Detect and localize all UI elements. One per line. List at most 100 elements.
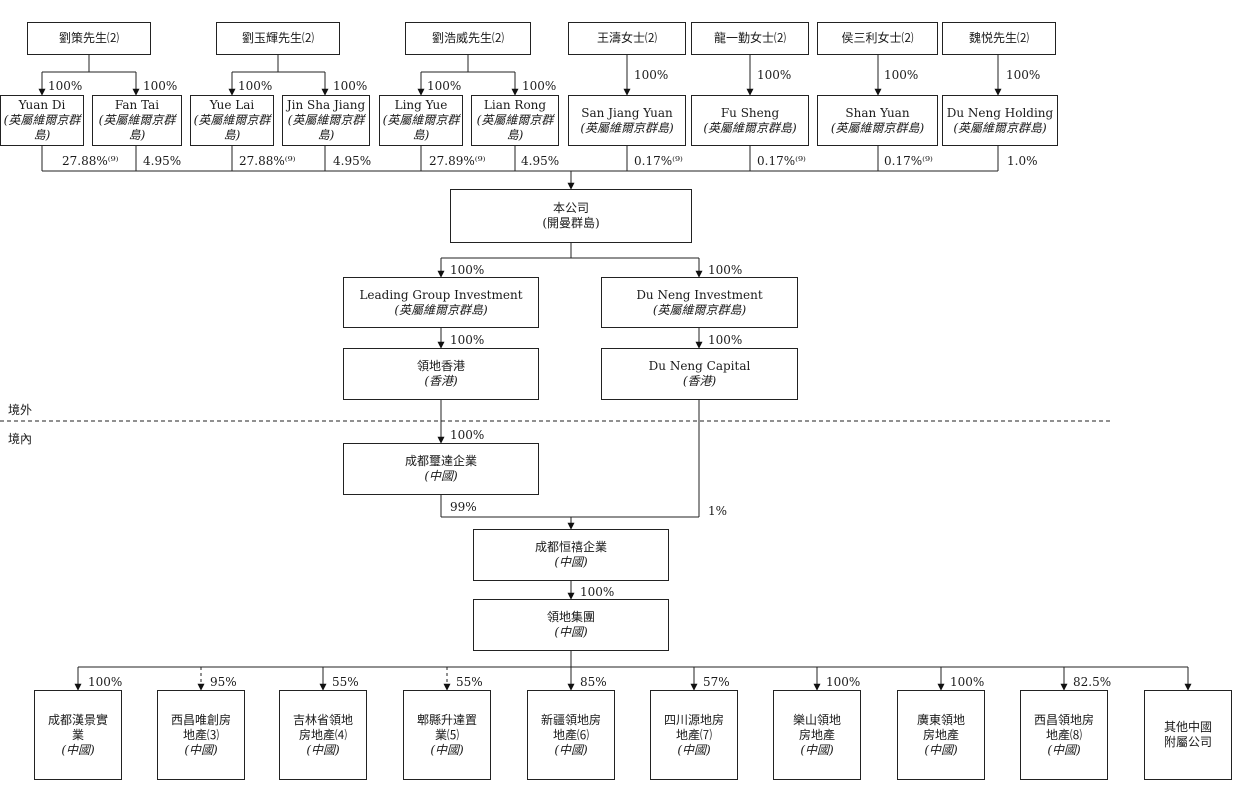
subsidiary-jurisdiction: (中國) [800,742,834,757]
holdco-jurisdiction: (英屬維爾京群島) [193,113,271,142]
subsidiary-jurisdiction: (中國) [184,742,218,757]
onshore-pct-label: 1% [708,504,728,518]
owner-name: 魏悦先生⑵ [968,31,1029,45]
holdco-box-fan-tai: Fan Tai(英屬維爾京群島) [92,95,182,146]
company-pct-label: 0.17%⁽⁹⁾ [757,154,806,168]
subsidiary-box: 廣東領地房地產(中國) [897,690,985,780]
owner-name: 劉策先生⑵ [58,31,119,45]
subsidiary-pct-label: 55% [332,675,359,689]
owner-box-wei-yue: 魏悦先生⑵ [942,22,1056,55]
onshore-pct-label: 99% [450,500,477,514]
subsidiary-box: 成都漢景實業(中國) [34,690,122,780]
holdco-box-fu-sheng: Fu Sheng(英屬維爾京群島) [691,95,809,146]
holdco-name: Du Neng Holding [946,105,1054,120]
company-pct-label: 1.0% [1007,154,1038,168]
subsidiary-name: 郫縣升達置業⑸ [417,712,478,742]
owner-pct-label: 100% [522,79,557,93]
subsidiary-name: 成都漢景實業 [48,712,109,742]
subsidiary-box: 西昌唯創房地產⑶(中國) [157,690,245,780]
holdco-jurisdiction: (英屬維爾京群島) [476,113,554,142]
subsidiary-name: 四川源地房地產⑺ [664,712,725,742]
holdco-jurisdiction: (英屬維爾京群島) [580,120,674,135]
subsidiary-name: 新疆領地房地產⑹ [541,712,602,742]
subsidiary-name: 西昌唯創房地產⑶ [171,712,232,742]
entity-jurisdiction: (香港) [682,374,717,388]
holdco-name: Ling Yue [394,98,448,112]
entity-jurisdiction: (香港) [424,374,458,388]
ling-di-group-box: 領地集團(中國) [473,599,669,651]
zone-label-offshore: 境外 [8,403,33,417]
company-pct-label: 4.95% [143,154,182,168]
subsidiary-pct-label: 82.5% [1073,675,1112,689]
ling-di-hk-box: 領地香港(香港) [343,348,539,400]
holdco-box-shan-yuan: Shan Yuan(英屬維爾京群島) [817,95,938,146]
subsidiary-name: 吉林省領地房地產⑷ [292,712,353,742]
leading-group-investment-box: Leading Group Investment(英屬維爾京群島) [343,277,539,328]
owner-pct-label: 100% [757,68,792,82]
holdco-name: Jin Sha Jiang [286,98,366,112]
owner-name: 侯三利女士⑵ [841,31,914,45]
owner-name: 劉浩威先生⑵ [431,31,504,45]
entity-name: Leading Group Investment [359,287,523,302]
holdco-jurisdiction: (英屬維爾京群島) [382,113,460,142]
owner-pct-label: 100% [884,68,919,82]
entity-name: 領地香港 [416,359,465,373]
offshore-pct-label: 100% [450,333,485,347]
holdco-box-jin-sha-jiang: Jin Sha Jiang(英屬維爾京群島) [282,95,370,146]
entity-jurisdiction: (英屬維爾京群島) [394,302,488,317]
onshore-pct-label: 100% [580,585,615,599]
offshore-pct-label: 100% [450,263,485,277]
subsidiary-pct-label: 57% [703,675,730,689]
subsidiary-box: 西昌領地房地產⑻(中國) [1020,690,1108,780]
subsidiary-box: 樂山領地房地產(中國) [773,690,861,780]
owner-pct-label: 100% [634,68,669,82]
holdco-box-yuan-di: Yuan Di(英屬維爾京群島) [0,95,84,146]
company-name: 本公司 [552,201,589,215]
holdco-box-yue-lai: Yue Lai(英屬維爾京群島) [190,95,274,146]
company-pct-label: 27.89%⁽⁹⁾ [429,154,486,168]
subsidiary-jurisdiction: (中國) [306,742,340,757]
chengdu-xida-box: 成都璽達企業(中國) [343,443,539,495]
subsidiary-pct-label: 85% [580,675,607,689]
company-pct-label: 4.95% [521,154,560,168]
subsidiary-pct-label: 100% [88,675,123,689]
entity-name: 領地集團 [546,610,595,624]
company-box: 本公司(開曼群島) [450,189,692,243]
holdco-name: Fan Tai [114,98,160,112]
entity-name: Du Neng Capital [648,359,751,373]
owner-box-long-yiqin: 龍一勤女士⑵ [691,22,809,55]
du-neng-capital-box: Du Neng Capital(香港) [601,348,798,400]
subsidiary-name: 樂山領地房地產 [792,712,841,742]
offshore-pct-label: 100% [708,333,743,347]
holdco-jurisdiction: (英屬維爾京群島) [3,113,81,142]
holdco-jurisdiction: (英屬維爾京群島) [703,120,797,135]
subsidiary-jurisdiction: (中國) [430,742,464,757]
owner-pct-label: 100% [1006,68,1041,82]
entity-name: Du Neng Investment [636,287,763,302]
subsidiary-jurisdiction: (中國) [924,742,958,757]
onshore-pct-label: 100% [450,428,485,442]
subsidiary-box: 四川源地房地產⑺(中國) [650,690,738,780]
company-pct-label: 4.95% [333,154,372,168]
holdco-jurisdiction: (英屬維爾京群島) [98,113,176,142]
holdco-name: Lian Rong [483,98,547,112]
holdco-name: San Jiang Yuan [581,105,673,120]
subsidiary-box: 吉林省領地房地產⑷(中國) [279,690,367,780]
subsidiary-pct-label: 100% [950,675,985,689]
entity-jurisdiction: (中國) [554,625,588,639]
holdco-name: Shan Yuan [845,105,910,120]
holdco-box-lian-rong: Lian Rong(英屬維爾京群島) [471,95,559,146]
owner-box-liu-yuhui: 劉玉輝先生⑵ [216,22,340,55]
holdco-box-san-jiang-yuan: San Jiang Yuan(英屬維爾京群島) [568,95,686,146]
holdco-jurisdiction: (英屬維爾京群島) [953,120,1047,135]
company-jurisdiction: (開曼群島) [542,216,600,230]
entity-jurisdiction: (中國) [554,555,588,569]
subsidiary-box: 其他中國附屬公司 [1144,690,1232,780]
owner-box-liu-ce: 劉策先生⑵ [27,22,151,55]
du-neng-investment-box: Du Neng Investment(英屬維爾京群島) [601,277,798,328]
subsidiary-pct-label: 100% [826,675,861,689]
owner-name: 王濤女士⑵ [596,31,657,45]
subsidiary-jurisdiction: (中國) [1047,742,1081,757]
chengdu-hengxi-box: 成都恒禧企業(中國) [473,529,669,581]
